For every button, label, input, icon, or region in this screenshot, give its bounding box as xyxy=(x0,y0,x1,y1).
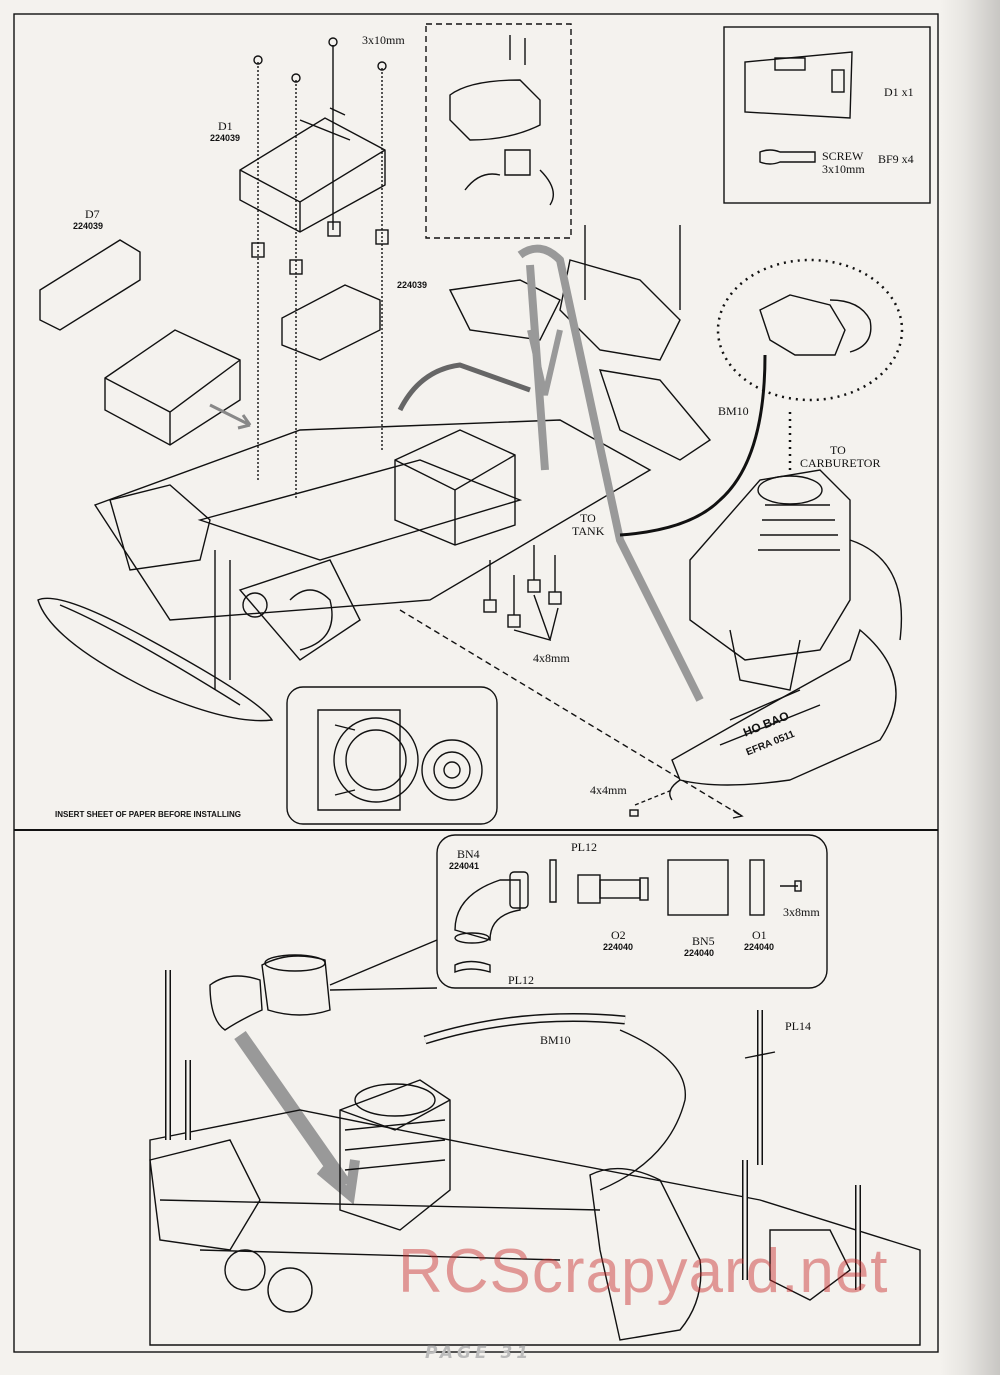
chassis-plate xyxy=(93,419,652,621)
fuel-tank xyxy=(394,429,516,546)
screw-size-label: 3x10mm xyxy=(822,162,865,176)
to-tank-label-1: TO xyxy=(580,511,596,525)
pl14-label: PL14 xyxy=(785,1019,812,1033)
bn5-label: BN5 xyxy=(692,934,715,948)
to-carburetor-label-1: TO xyxy=(830,443,846,457)
d7-part-number: 224039 xyxy=(73,221,104,231)
d1-part-number: 224039 xyxy=(210,133,241,143)
bn5-foam xyxy=(667,859,729,916)
pl12-label-bottom: PL12 xyxy=(508,973,535,987)
d7-holder xyxy=(39,239,141,331)
o1-label: O1 xyxy=(752,928,767,942)
air-filter xyxy=(261,955,331,1016)
d7-label: D7 xyxy=(85,207,100,221)
receiver-detail-box xyxy=(425,23,572,239)
screw-3x8-label: 3x8mm xyxy=(783,905,820,919)
parts-box-bottom xyxy=(436,834,828,989)
o2-label: O2 xyxy=(611,928,626,942)
o2-part-number: 224040 xyxy=(603,942,634,952)
bm10-label-bottom: BM10 xyxy=(540,1033,571,1047)
pl12-label-top: PL12 xyxy=(571,840,598,854)
o1-plate xyxy=(749,859,765,916)
exhaust-pipe xyxy=(671,628,897,786)
screw-label: SCREW xyxy=(822,149,864,163)
bn4-elbow xyxy=(454,879,521,941)
watermark: RCScrapyard.net xyxy=(398,1237,889,1306)
d1-quantity: D1 x1 xyxy=(884,85,914,99)
engine-bottom xyxy=(339,1079,451,1231)
battery-pack xyxy=(104,329,241,446)
o1-part-number: 224040 xyxy=(744,942,775,952)
bn5-part-number: 224040 xyxy=(684,948,715,958)
to-tank-label-2: TANK xyxy=(572,524,605,538)
screws-top-label: 3x10mm xyxy=(362,33,405,47)
d1-case xyxy=(239,117,386,233)
to-carburetor-label-2: CARBURETOR xyxy=(800,456,881,470)
insert-paper-note: INSERT SHEET OF PAPER BEFORE INSTALLING xyxy=(55,810,241,819)
bf9-quantity: BF9 x4 xyxy=(878,152,914,166)
engine xyxy=(689,469,851,661)
page-frame xyxy=(13,13,939,1353)
parts-box-top xyxy=(723,26,931,204)
front-bumper xyxy=(37,597,274,722)
binder-shadow xyxy=(940,0,1000,1375)
page-number: PAGE 31 xyxy=(425,1343,533,1363)
screw-small-label: 4x4mm xyxy=(590,783,627,797)
spacers-part-number: 224039 xyxy=(397,280,428,290)
d1-label: D1 xyxy=(218,119,233,133)
screws-bottom-label: 4x8mm xyxy=(533,651,570,665)
bm10-label-top: BM10 xyxy=(718,404,749,418)
gear-inset-box xyxy=(286,686,498,825)
bn4-label: BN4 xyxy=(457,847,480,861)
bn4-part-number: 224041 xyxy=(449,861,480,871)
